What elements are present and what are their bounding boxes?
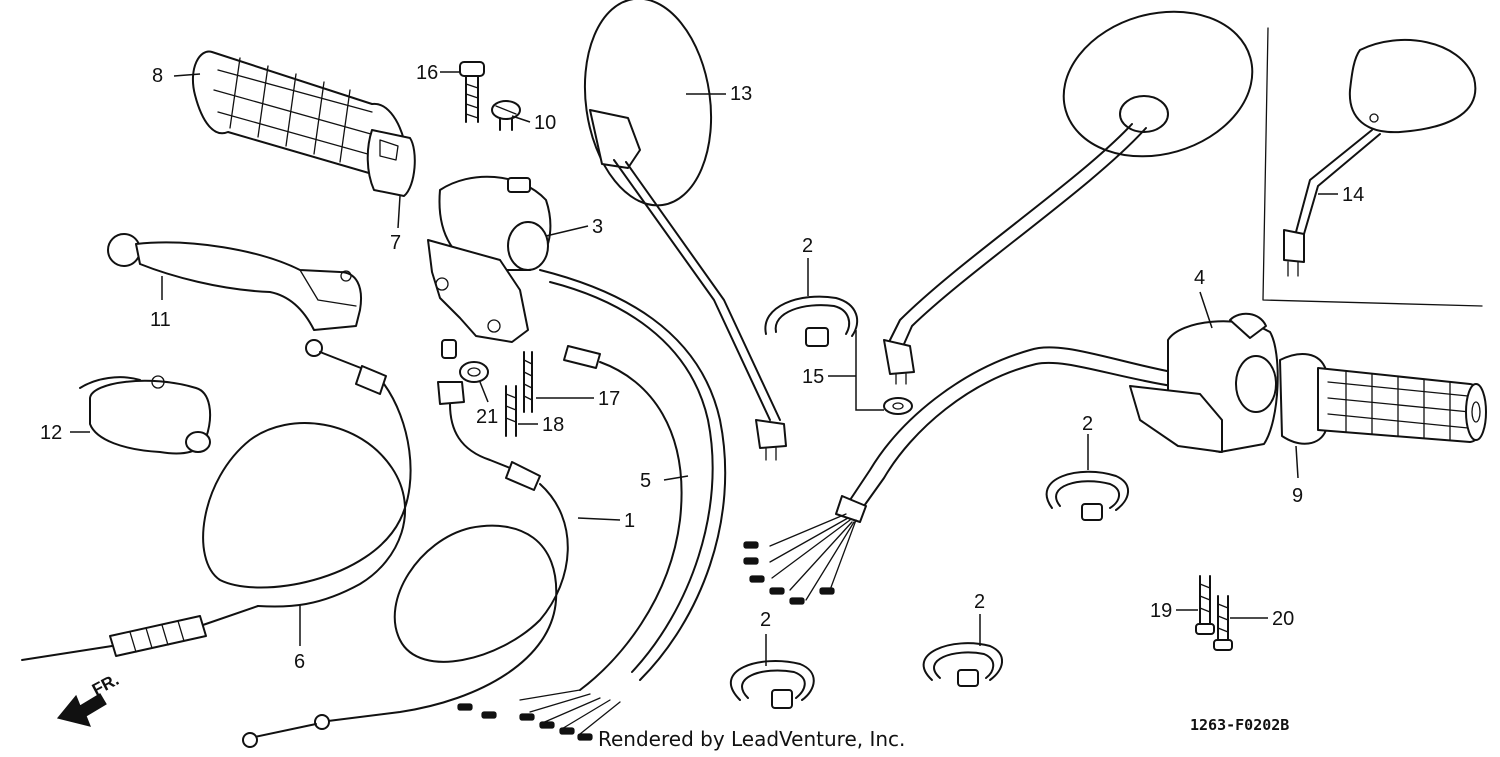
screw-20[interactable] (1213, 595, 1233, 651)
inset-mirror[interactable] (1283, 39, 1477, 277)
callout-1: 1 (624, 510, 635, 532)
callout-12: 12 (40, 422, 62, 444)
callout-9: 9 (1292, 485, 1303, 507)
right-switch-housing[interactable] (1129, 312, 1279, 453)
front-direction-label: FR. (89, 670, 122, 700)
callout-5: 5 (640, 470, 651, 492)
callout-2-upper: 2 (802, 235, 813, 257)
screw-10[interactable] (491, 100, 521, 131)
front-direction-arrow: FR. (56, 670, 122, 727)
washer-15[interactable] (883, 397, 913, 415)
callout-6: 6 (294, 651, 305, 673)
throttle-cable[interactable] (242, 339, 569, 748)
screw-16[interactable] (459, 61, 485, 123)
clutch-cable[interactable] (21, 339, 412, 661)
leader-lines (70, 71, 1338, 666)
callout-7: 7 (390, 232, 401, 254)
callout-17: 17 (598, 388, 620, 410)
callout-3: 3 (592, 216, 603, 238)
left-mirror[interactable] (572, 0, 787, 461)
right-harness[interactable] (743, 346, 1173, 605)
callout-14: 14 (1342, 184, 1364, 206)
inset-frame (1262, 27, 1483, 307)
reference-code: 1263-F0202B (1190, 716, 1289, 734)
left-switch-housing[interactable] (427, 175, 552, 343)
callout-numbers: 8 16 10 7 3 13 11 12 2 15 14 4 2 9 17 18… (40, 62, 1364, 673)
collar-21[interactable] (459, 361, 489, 383)
right-mirror[interactable] (883, 0, 1270, 385)
callout-18: 18 (542, 414, 564, 436)
callout-21: 21 (476, 406, 498, 428)
callout-20: 20 (1272, 608, 1294, 630)
callout-16: 16 (416, 62, 438, 84)
band-clamp-lower-left[interactable] (730, 660, 815, 709)
left-grip[interactable] (192, 50, 416, 197)
callout-11: 11 (150, 309, 171, 331)
band-clamp-upper[interactable] (764, 295, 859, 347)
callout-2-lower-left: 2 (760, 609, 771, 631)
callout-15: 15 (802, 366, 824, 388)
band-clamp-right[interactable] (1045, 470, 1129, 521)
screw-19[interactable] (1195, 575, 1215, 635)
render-credit: Rendered by LeadVenture, Inc. (598, 727, 905, 751)
clutch-lever[interactable] (107, 233, 362, 331)
callout-4: 4 (1194, 267, 1205, 289)
screw-18[interactable] (505, 385, 517, 437)
callout-2-right: 2 (1082, 413, 1093, 435)
callout-10: 10 (534, 112, 556, 134)
callout-13: 13 (730, 83, 752, 105)
band-clamp-lower-right[interactable] (922, 642, 1003, 687)
right-grip[interactable] (1279, 353, 1487, 445)
left-harness[interactable] (457, 269, 727, 741)
callout-8: 8 (152, 65, 163, 87)
callout-19: 19 (1150, 600, 1172, 622)
callout-2-lower-right: 2 (974, 591, 985, 613)
screw-17[interactable] (523, 351, 533, 413)
lever-bracket[interactable] (79, 375, 212, 455)
